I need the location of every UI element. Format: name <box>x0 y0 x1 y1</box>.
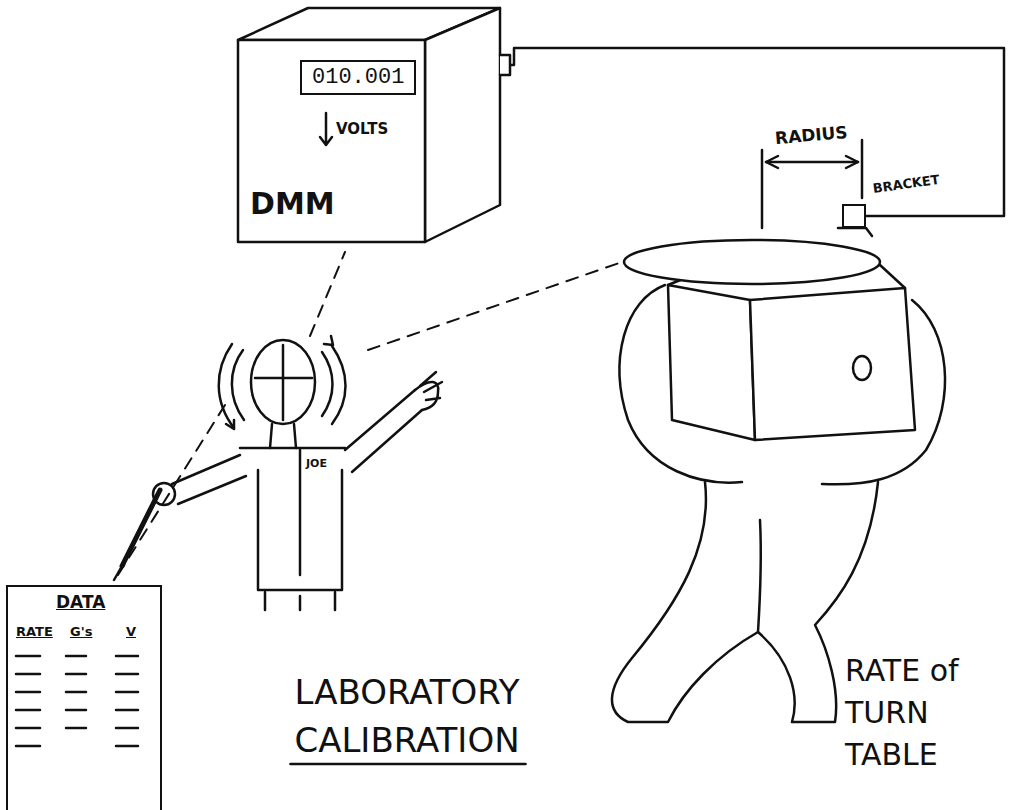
person-figure-part <box>114 566 122 580</box>
shirt-name: JOE <box>306 458 327 471</box>
person-figure-part <box>251 340 315 424</box>
person-figure-part <box>265 592 335 610</box>
radius-dimension-part <box>766 156 778 168</box>
person-figure-part <box>232 350 244 420</box>
data-rows-part <box>16 656 40 746</box>
display-reading: 010.001 <box>312 65 404 90</box>
person-figure-part <box>172 455 246 504</box>
multimeter-box: VOLTS DMM 010.001 <box>238 5 500 245</box>
turntable-stand-part <box>612 482 878 722</box>
person-figure-part <box>270 424 296 448</box>
bracket-label: BRACKET <box>872 173 941 197</box>
column-header: G's <box>70 625 92 640</box>
person-figure-part <box>282 345 285 420</box>
person-figure-part <box>322 352 333 416</box>
meter-name: DMM <box>250 187 335 222</box>
turntable-platter-part <box>624 240 880 284</box>
column-header: V <box>126 625 136 640</box>
signal-wire <box>500 48 1004 216</box>
title-text: LABORATORY CALIBRATION <box>262 668 552 764</box>
person-figure-part <box>226 420 234 429</box>
person-figure-part <box>415 372 442 410</box>
pointer-arrow <box>320 113 332 145</box>
person-figure-part <box>122 490 160 566</box>
person-figure-part <box>255 377 312 380</box>
sight-lines-part <box>118 405 225 575</box>
sight-lines-part <box>310 252 345 336</box>
data-rows-part <box>66 656 86 728</box>
unit-label: VOLTS <box>336 121 388 138</box>
data-sheet: DATARATE G's V <box>6 585 162 810</box>
radius-dimension-part <box>761 150 764 228</box>
radius-dimension-part <box>846 156 858 168</box>
person-figure-part <box>324 336 333 345</box>
person-figure-part <box>345 390 422 472</box>
radius-dimension-part <box>766 161 858 164</box>
sight-lines-part <box>368 262 622 350</box>
dimension-label: RADIUS <box>774 123 848 149</box>
turntable-housing <box>668 265 915 440</box>
person-figure-part <box>219 344 234 428</box>
person-figure-part <box>332 346 346 424</box>
bracket-mount: BRACKET <box>842 204 866 228</box>
turntable-stand-part <box>758 520 761 632</box>
meter-display: 010.001 <box>300 60 416 95</box>
multimeter-face <box>238 40 425 242</box>
multimeter-face <box>500 55 510 75</box>
person-figure <box>114 336 442 610</box>
multimeter-face <box>425 8 500 242</box>
radius-dimension-part <box>861 140 864 198</box>
turntable-housing-part <box>668 285 755 440</box>
turntable-housing-part <box>750 288 915 440</box>
turntable-platter <box>624 228 880 284</box>
turntable-platter-part <box>838 228 872 236</box>
data-rows <box>16 656 138 746</box>
equipment-label: RATE of TURN TABLE <box>845 650 995 776</box>
person-figure-part <box>299 450 302 575</box>
data-rows-part <box>116 656 138 746</box>
turntable-housing-part <box>853 356 871 380</box>
sight-lines <box>118 252 622 575</box>
person-figure-part <box>240 447 345 450</box>
title-underline <box>290 763 525 766</box>
sheet-heading: DATA <box>56 593 105 613</box>
column-header: RATE <box>16 625 53 640</box>
